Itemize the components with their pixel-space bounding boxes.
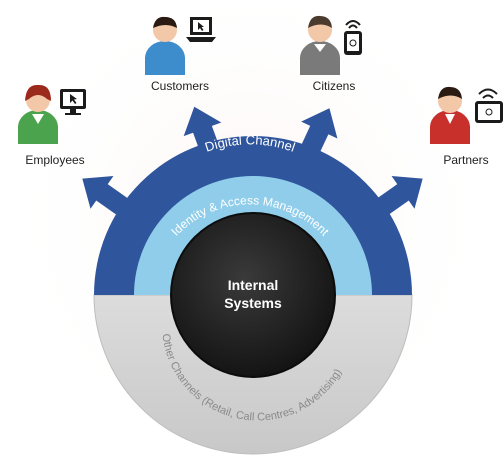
citizens-person-icon	[300, 15, 340, 75]
partners-person-icon	[430, 86, 470, 144]
internal-systems-core	[170, 212, 336, 378]
laptop-icon	[186, 17, 216, 42]
wireless-tablet-icon	[475, 88, 503, 123]
mobile-phone-icon	[344, 20, 362, 55]
core-label-line2: Systems	[224, 295, 282, 311]
digital-channel-label: Digital Channel	[203, 132, 297, 155]
customers-label: Customers	[151, 79, 209, 93]
desktop-monitor-icon	[60, 89, 86, 115]
arrow-employees	[82, 175, 128, 215]
arrow-partners	[377, 175, 423, 215]
employees-person-icon	[18, 84, 58, 144]
customers-person-icon	[145, 16, 185, 75]
employees-label: Employees	[25, 153, 84, 167]
partners-label: Partners	[443, 153, 488, 167]
citizens-label: Citizens	[313, 79, 356, 93]
core-label-line1: Internal	[228, 277, 279, 293]
